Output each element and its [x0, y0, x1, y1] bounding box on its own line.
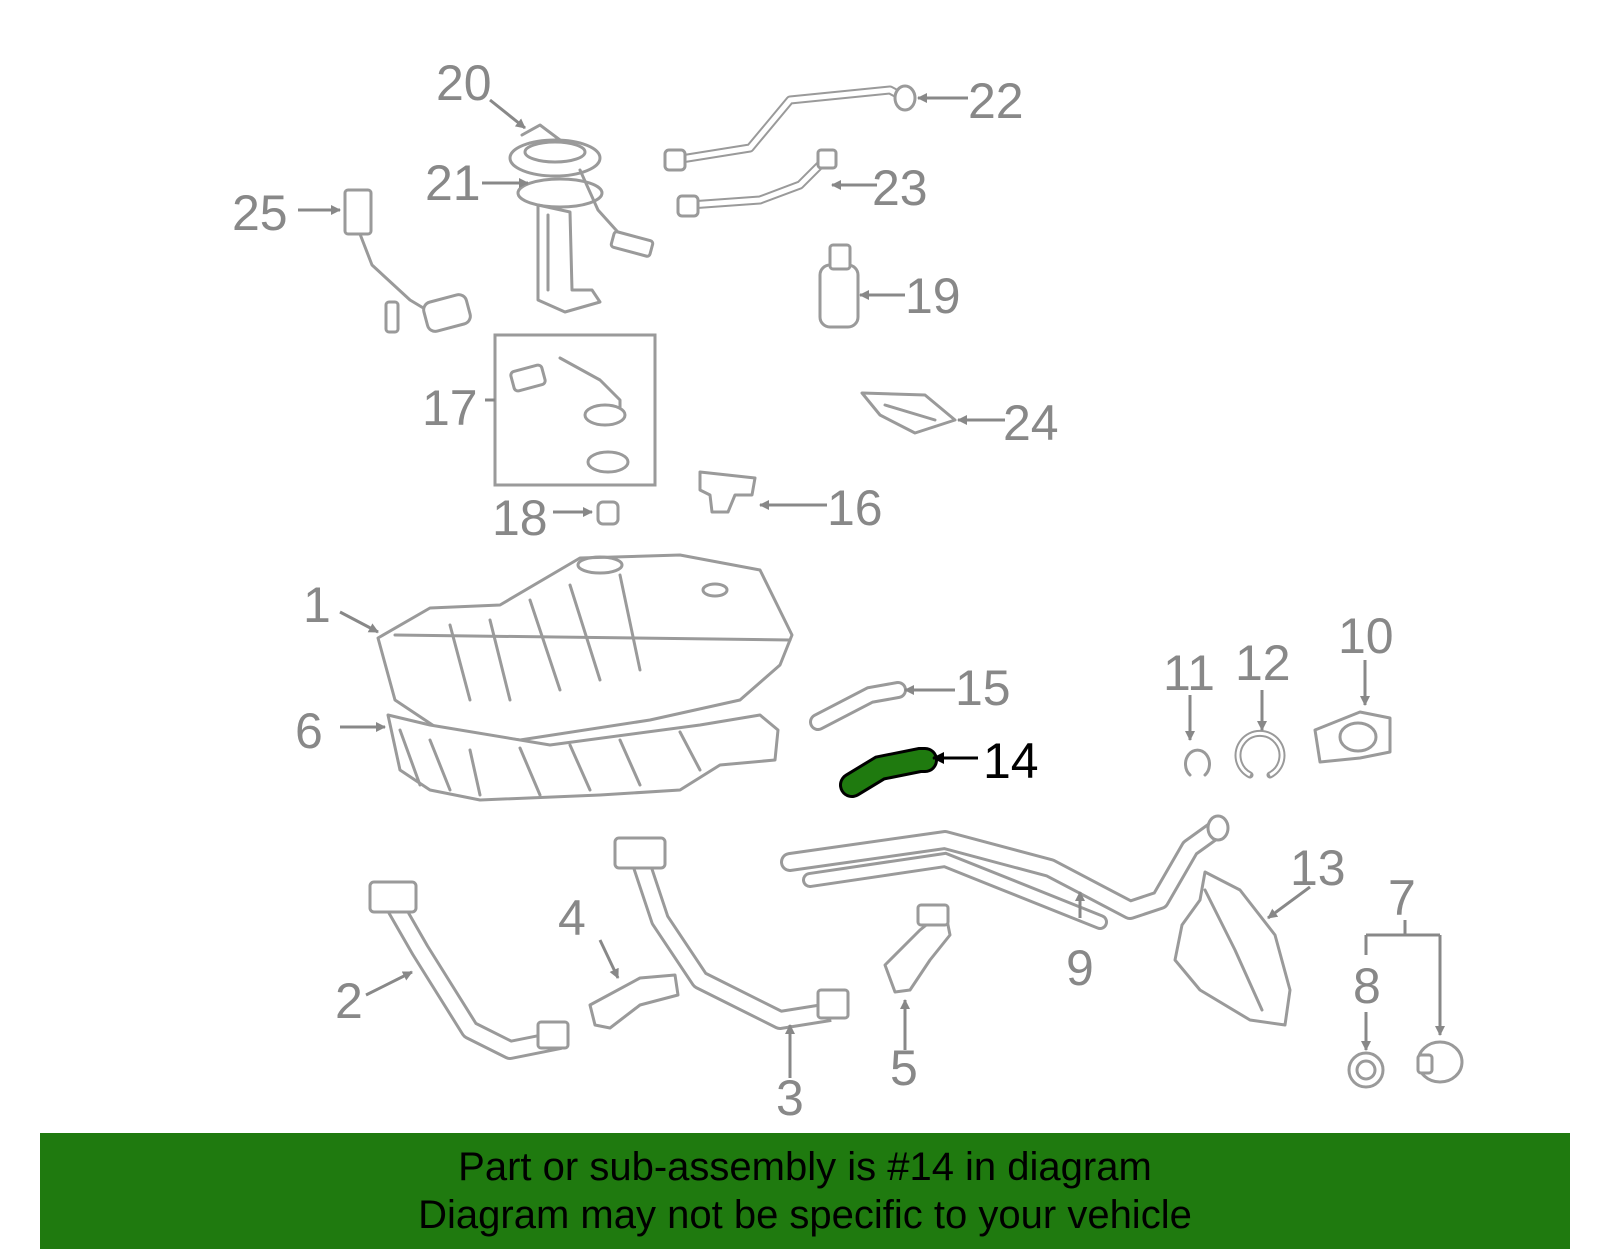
part-8-cap[interactable] — [1347, 1051, 1385, 1089]
part-25-fuel-sender[interactable] — [343, 188, 472, 334]
callout-13: 13 — [1290, 840, 1346, 896]
callout-7: 7 — [1388, 870, 1416, 926]
callout-2: 2 — [335, 973, 363, 1029]
callout-11: 11 — [1163, 645, 1215, 701]
callout-9: 9 — [1066, 940, 1094, 996]
part-3-strap[interactable] — [613, 836, 850, 1030]
part-20-21-pump-bracket[interactable] — [508, 123, 655, 314]
part-11-clip[interactable] — [1184, 748, 1211, 777]
part-13-shield[interactable] — [1173, 870, 1292, 1027]
callout-14: 14 — [983, 733, 1039, 789]
callout-5: 5 — [890, 1040, 918, 1096]
callout-15: 15 — [955, 660, 1011, 716]
leader-lines — [298, 93, 1371, 1078]
part-15-hose[interactable] — [809, 681, 907, 731]
part-7-bracket-line — [1366, 920, 1440, 937]
part-6-tank-protector[interactable] — [386, 713, 780, 802]
part-1-fuel-tank[interactable] — [376, 553, 794, 742]
callout-1: 1 — [303, 577, 331, 633]
part-22-23-fuel-tubes[interactable] — [663, 84, 917, 218]
part-24-plate[interactable] — [860, 391, 957, 435]
part-7-cap[interactable] — [1416, 1040, 1464, 1084]
callout-20: 20 — [436, 55, 492, 111]
callout-6: 6 — [295, 703, 323, 759]
callout-16: 16 — [827, 480, 883, 536]
part-14-hose-highlighted[interactable] — [839, 747, 938, 798]
part-12-clamp[interactable] — [1234, 729, 1286, 779]
part-17-kit-box[interactable] — [493, 333, 657, 487]
part-2-strap[interactable] — [368, 880, 570, 1060]
part-16-valve[interactable] — [698, 470, 757, 514]
part-9-filler-pipe[interactable] — [780, 814, 1230, 930]
callout-17: 17 — [422, 380, 478, 436]
callout-10: 10 — [1338, 608, 1394, 664]
callout-19: 19 — [905, 268, 961, 324]
info-banner: Part or sub-assembly is #14 in diagram D… — [40, 1133, 1570, 1249]
banner-line-2: Diagram may not be specific to your vehi… — [418, 1193, 1192, 1237]
callout-25: 25 — [232, 185, 288, 241]
callout-18: 18 — [492, 490, 548, 546]
callout-24: 24 — [1003, 395, 1059, 451]
part-5-bracket[interactable] — [883, 903, 952, 994]
banner-line-1: Part or sub-assembly is #14 in diagram — [458, 1145, 1152, 1189]
part-19-fuel-pump[interactable] — [818, 243, 860, 329]
callout-23: 23 — [872, 160, 928, 216]
callout-8: 8 — [1353, 958, 1381, 1014]
part-18-plug[interactable] — [596, 500, 620, 526]
callout-12: 12 — [1235, 635, 1291, 691]
callout-21: 21 — [425, 155, 481, 211]
callout-3: 3 — [776, 1070, 804, 1126]
part-4-bracket[interactable] — [588, 973, 680, 1030]
callout-4: 4 — [558, 890, 586, 946]
part-10-filler-housing[interactable] — [1313, 710, 1392, 764]
callout-22: 22 — [968, 73, 1024, 129]
